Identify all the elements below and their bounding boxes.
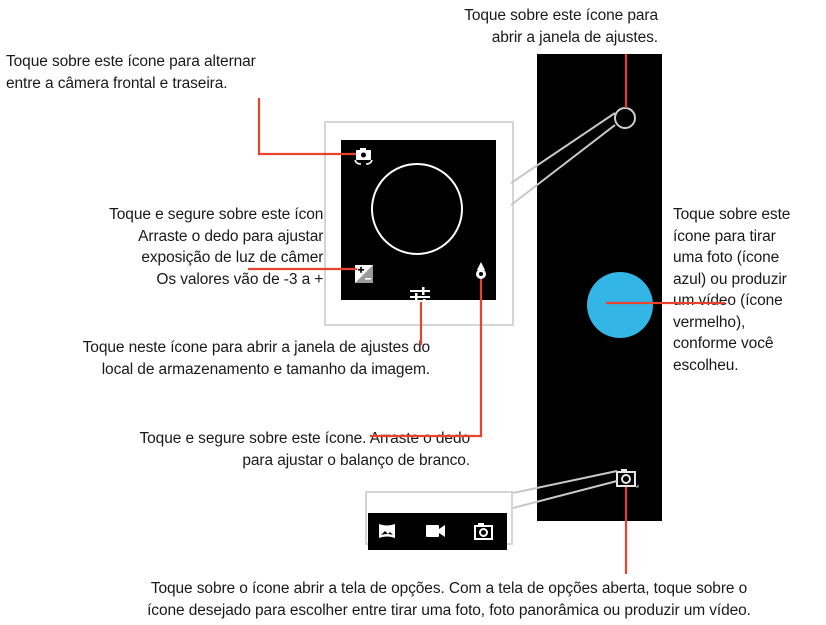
panorama-icon[interactable] [378,523,396,539]
shutter-button[interactable] [587,272,653,338]
storage-callout-line: Toque neste ícone para abrir a janela de… [82,339,430,356]
shutter-callout-line: um vídeo (ícone [673,292,783,309]
white-balance-callout-line: para ajustar o balanço de branco. [242,451,470,469]
white-balance-icon[interactable] [475,262,487,280]
white-balance-callout-line: Toque e segure sobre este ícone. Arraste… [139,430,471,447]
shutter-callout-line: escolheu. [673,356,739,374]
white-balance-callout: Toque e segure sobre este ícone. Arraste… [20,428,471,471]
camera-icon[interactable] [616,467,639,489]
settings-callout-line: abrir a janela de ajustes. [491,28,658,46]
exposure-callout: Toque e segure sobre este ícone. Arraste… [20,204,336,290]
exposure-callout-line: Os valores vão de -3 a +3. [156,270,336,288]
shutter-callout-line: vermelho), [673,313,746,331]
shutter-callout-line: ícone para tirar [673,227,776,245]
shutter-callout-line: conforme você [673,335,774,352]
settings-sliders-icon[interactable] [409,286,431,306]
exposure-callout-line: Arraste o dedo para ajustar a [138,227,336,245]
switch-camera-callout: Toque sobre este ícone para alternar ent… [6,51,256,94]
settings-callout: Toque sobre este ícone para abrir a jane… [400,5,658,48]
shutter-callout-line: Toque sobre este [673,206,791,223]
settings-ring-icon[interactable] [614,107,636,129]
video-icon[interactable] [426,524,446,538]
shutter-callout: Toque sobre este ícone para tirar uma fo… [673,204,790,376]
options-callout-line: ícone desejado para escolher entre tirar… [147,601,751,619]
options-callout-line: Toque sobre o ícone abrir a tela de opçõ… [150,580,748,597]
exposure-callout-line: Toque e segure sobre este ícone. [109,206,336,223]
switch-camera-callout-line: entre a câmera frontal e traseira. [6,74,228,92]
switch-camera-icon[interactable] [353,148,375,166]
options-callout: Toque sobre o ícone abrir a tela de opçõ… [76,578,822,621]
shutter-callout-line: azul) ou produzir [673,270,787,288]
switch-camera-callout-line: Toque sobre este ícone para alternar [6,53,256,70]
camera-icon[interactable] [474,522,494,540]
settings-callout-line: Toque sobre este ícone para [464,7,658,24]
storage-callout: Toque neste ícone para abrir a janela de… [8,337,430,380]
storage-callout-line: local de armazenamento e tamanho da imag… [101,360,430,378]
exposure-callout-line: exposição de luz de câmera. [141,249,336,266]
shutter-callout-line: uma foto (ícone [673,249,780,266]
exposure-icon[interactable] [355,265,373,283]
focus-ring [371,163,463,255]
